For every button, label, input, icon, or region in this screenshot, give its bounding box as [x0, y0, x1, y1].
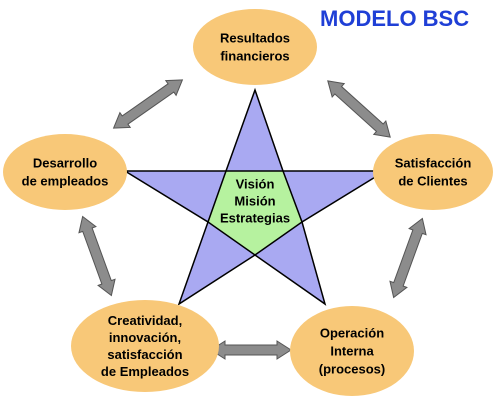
label-line: (procesos) [319, 362, 385, 377]
node-satisfaccion-clientes: Satisfacción de Clientes [373, 134, 493, 210]
node-desarrollo: Desarrollo de empleados [3, 134, 127, 210]
connector-satisfaccion-operacion [389, 217, 427, 299]
label-line: Visión [236, 177, 275, 192]
connectors [78, 79, 427, 360]
label-line: Creatividad, [108, 313, 182, 328]
label-line: de Clientes [398, 174, 467, 189]
label-line: Misión [234, 194, 275, 209]
node-shape [290, 306, 414, 396]
label-line: Satisfacción [395, 156, 472, 171]
label-line: de empleados [22, 174, 109, 189]
label-line: Estrategias [220, 211, 290, 226]
node-shape [373, 134, 493, 210]
node-creatividad: Creatividad, innovación, satisfacción de Em… [71, 300, 219, 392]
label-line: de Empleados [101, 364, 189, 379]
label-line: Operación [320, 326, 384, 341]
node-shape [71, 300, 219, 392]
label-line: Resultados [220, 31, 290, 46]
label-line: Interna [330, 344, 374, 359]
label-line: Desarrollo [33, 156, 97, 171]
diagram-title: MODELO BSC [320, 6, 470, 31]
center-pentagon [207, 170, 303, 256]
connector-creatividad-desarrollo [78, 215, 116, 297]
node-label: Resultados financieros [220, 31, 290, 64]
node-label: Desarrollo de empleados [22, 156, 109, 189]
node-label: Creatividad, innovación, satisfacción de Em… [101, 313, 189, 379]
node-shape [3, 134, 127, 210]
connector-operacion-creatividad [210, 340, 292, 360]
connector-desarrollo-resultados [112, 79, 184, 129]
label-line: financieros [220, 49, 289, 64]
node-resultados: Resultados financieros [193, 9, 317, 85]
label-line: innovación, [109, 330, 181, 345]
label-line: satisfacción [107, 347, 182, 362]
node-shape [193, 9, 317, 85]
connector-resultados-satisfaccion [327, 80, 391, 138]
node-label: Satisfacción de Clientes [395, 156, 472, 189]
